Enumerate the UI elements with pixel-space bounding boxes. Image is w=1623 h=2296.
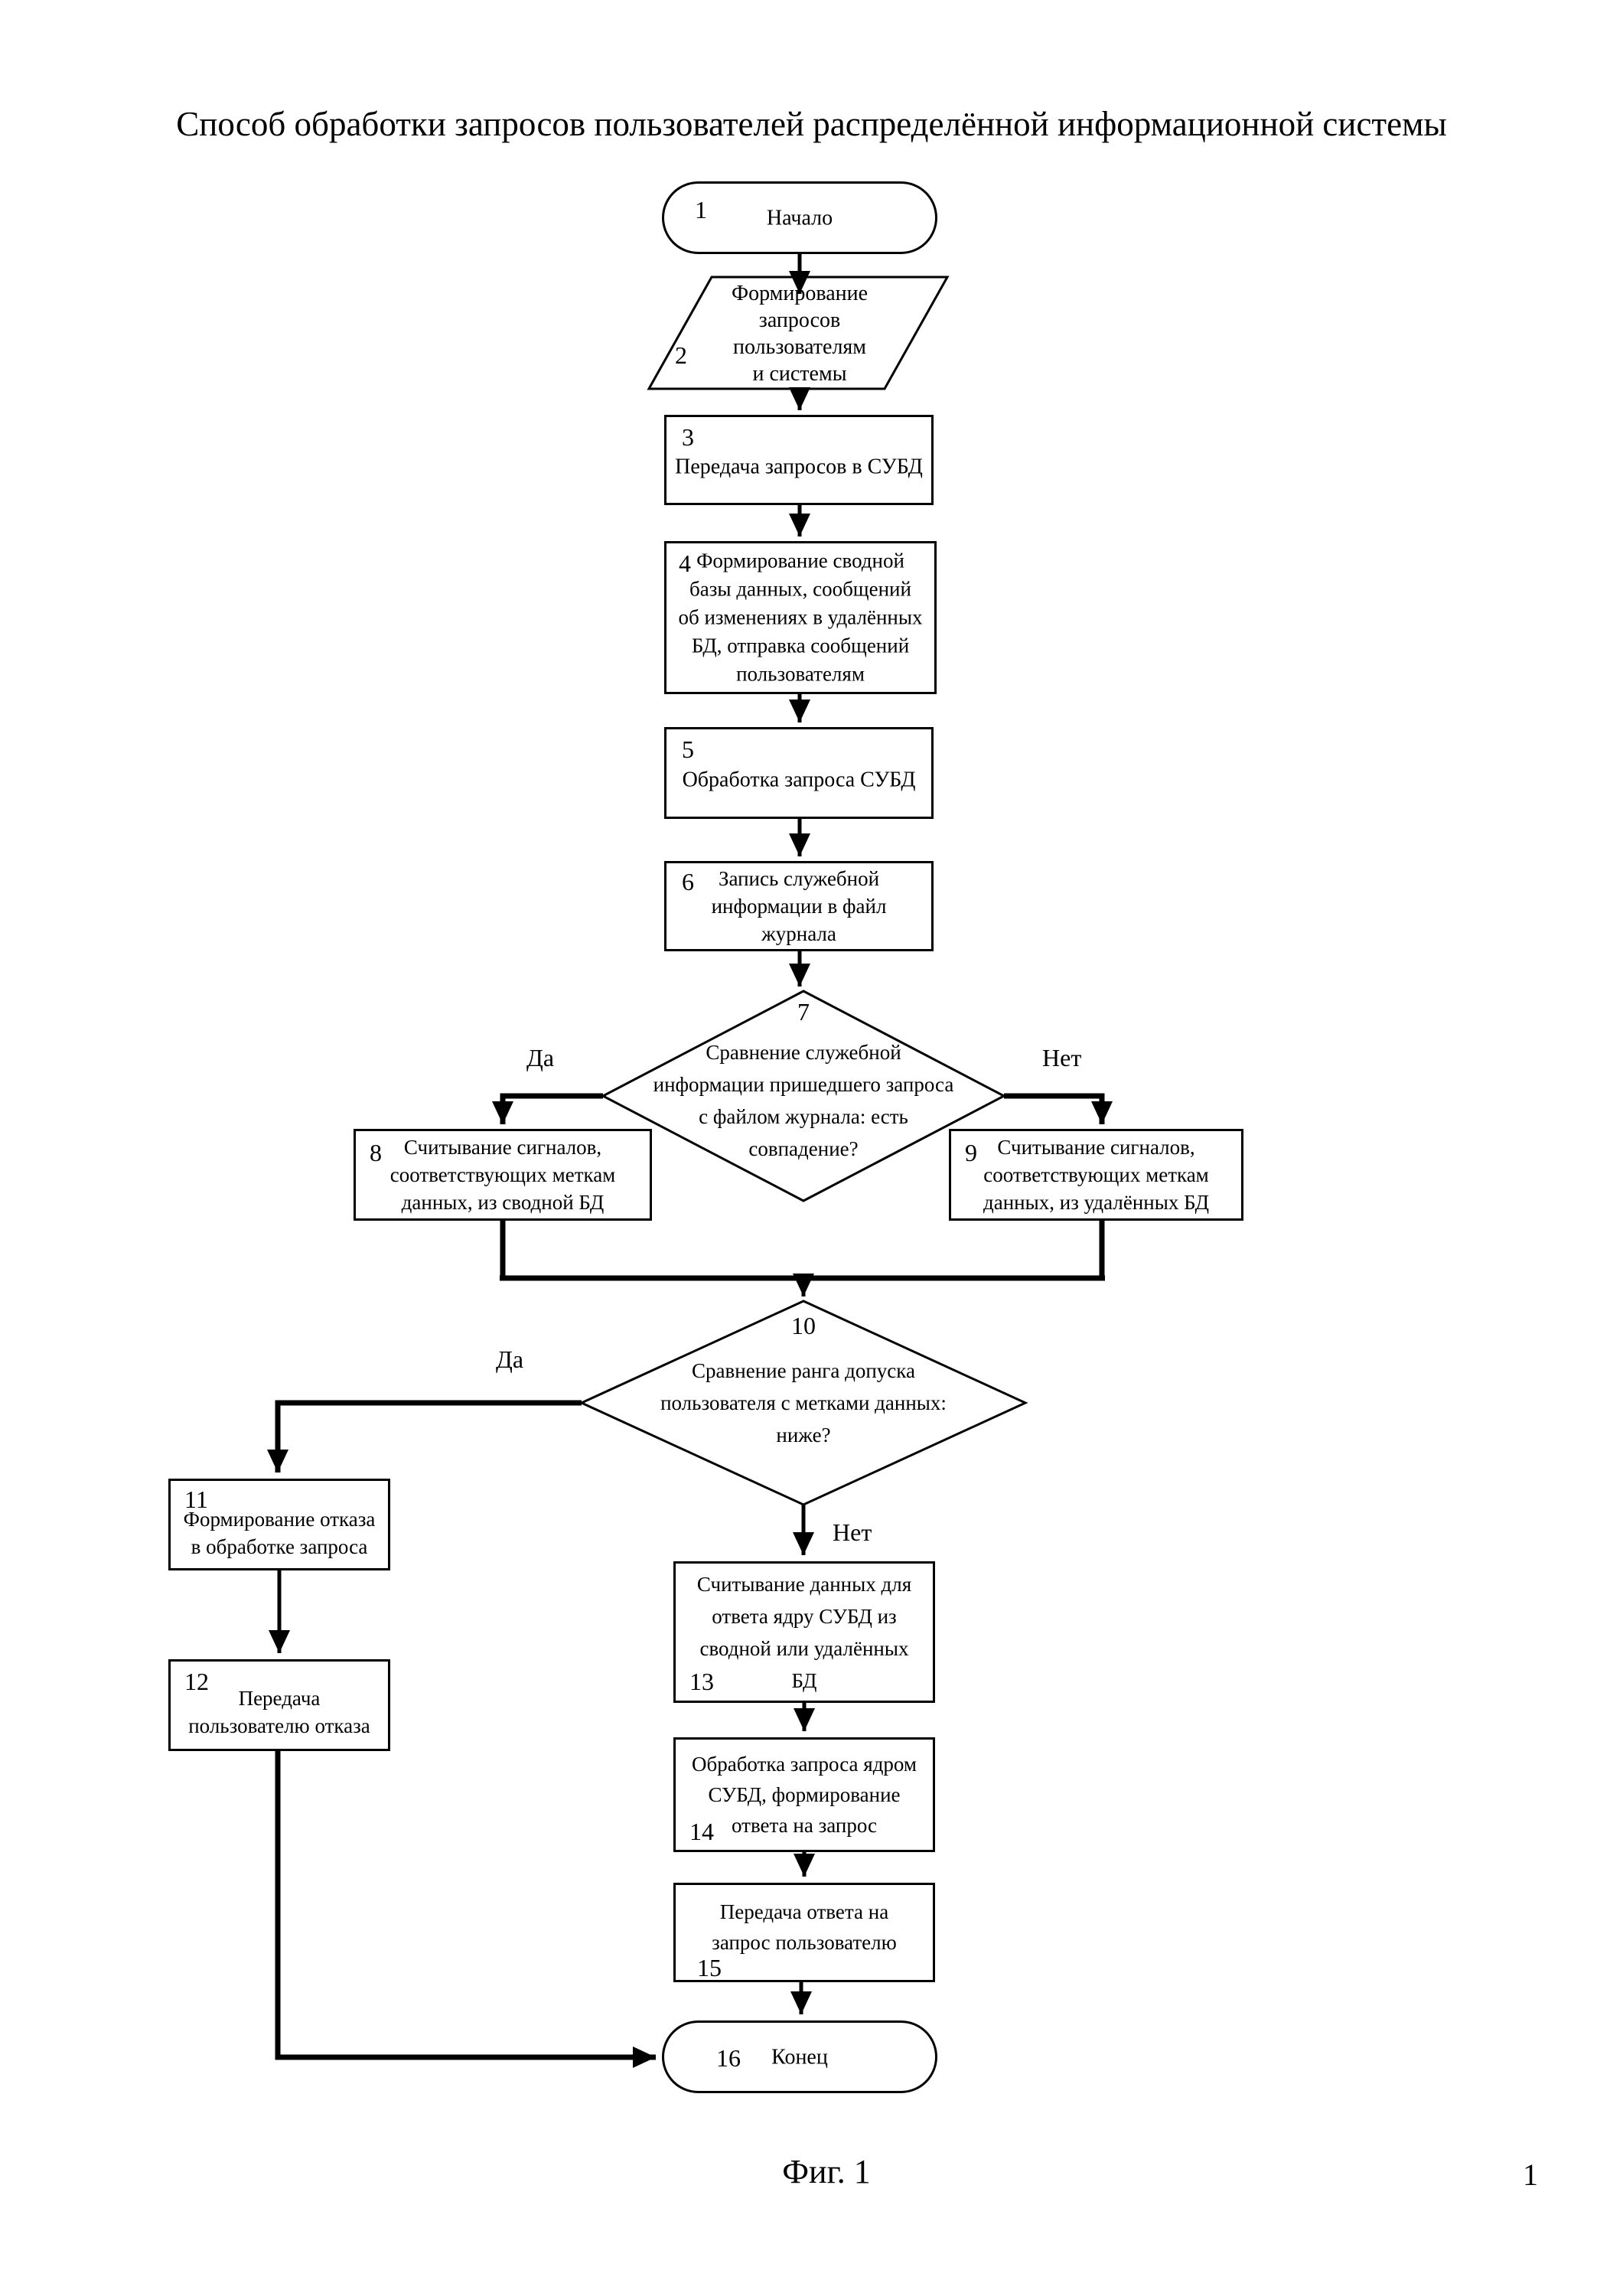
node-14-process: 14 Обработка запроса ядром СУБД, формиро…: [673, 1737, 935, 1852]
diamond-7-shape: [600, 990, 1007, 1202]
node-number: 4: [679, 550, 691, 577]
node-9-process: 9 Считывание сигналов, соответствующих м…: [949, 1129, 1243, 1221]
edge-label-no-7: Нет: [1042, 1044, 1082, 1071]
node-number: 6: [682, 868, 694, 895]
node-label: Начало: [766, 206, 833, 230]
node-label: Обработка запроса ядром СУБД, формирован…: [691, 1753, 917, 1837]
node-number: 16: [716, 2044, 741, 2072]
node-12-process: 12 Передача пользователю отказа: [168, 1659, 390, 1751]
node-number: 14: [689, 1818, 714, 1845]
node-13-process: 13 Считывание данных для ответа ядру СУБ…: [673, 1561, 935, 1703]
figure-caption: Фиг. 1: [782, 2153, 871, 2190]
node-number: 2: [675, 341, 687, 369]
node-number: 12: [184, 1668, 209, 1695]
node-number: 1: [695, 196, 707, 223]
edge-label-no-10: Нет: [833, 1518, 872, 1546]
node-number: 11: [184, 1486, 208, 1513]
node-number: 15: [697, 1954, 722, 1981]
parallelogram-shape: [647, 276, 950, 390]
node-number: 9: [965, 1139, 977, 1166]
node-number: 7: [797, 998, 810, 1026]
node-label: Сравнение ранга допуска пользователя с м…: [660, 1359, 947, 1446]
node-label: Считывание данных для ответа ядру СУБД и…: [696, 1572, 912, 1692]
node-start-terminator: 1 Начало: [662, 181, 937, 254]
node-2-io: Формирование запросов пользователям и си…: [666, 279, 934, 389]
node-11-process: 11 Формирование отказа в обработке запро…: [168, 1479, 390, 1570]
figure-title: Способ обработки запросов пользователей …: [176, 105, 1447, 143]
node-number: 10: [791, 1312, 816, 1339]
node-number: 5: [682, 735, 694, 763]
node-10-decision: Сравнение ранга допуска пользователя с м…: [566, 1353, 1041, 1453]
node-5-process: 5 Обработка запроса СУБД: [664, 727, 934, 819]
node-6-process: 6 Запись служебной информации в файл жур…: [664, 861, 934, 951]
node-label: Передача запросов в СУБД: [675, 455, 923, 479]
edge-label-yes-10: Да: [496, 1345, 524, 1373]
node-15-process: 15 Передача ответа на запрос пользовател…: [673, 1883, 935, 1982]
edge-label-yes-7: Да: [526, 1044, 555, 1071]
node-number: 8: [370, 1139, 382, 1166]
node-7-decision: Сравнение служебной информации пришедшег…: [589, 1032, 1018, 1169]
node-end-terminator: 16 Конец: [662, 2020, 937, 2093]
node-4-process: 4 Формирование сводной базы данных, сооб…: [664, 541, 937, 694]
node-label: Формирование отказа в обработке запроса: [183, 1508, 376, 1559]
node-number: 3: [682, 423, 694, 451]
node-3-process: 3 Передача запросов в СУБД: [664, 415, 934, 505]
page-number: 1: [1523, 2157, 1538, 2192]
node-label: Считывание сигналов, соответствующих мет…: [983, 1136, 1210, 1214]
node-label: Формирование сводной базы данных, сообще…: [678, 549, 923, 686]
node-8-process: 8 Считывание сигналов, соответствующих м…: [354, 1129, 652, 1221]
node-label: Считывание сигналов, соответствующих мет…: [389, 1136, 616, 1214]
node-label: Передача ответа на запрос пользователю: [712, 1900, 897, 1954]
node-label: Сравнение служебной информации пришедшег…: [653, 1041, 954, 1160]
node-label: Обработка запроса СУБД: [682, 768, 916, 792]
node-label: Запись служебной информации в файл журна…: [711, 867, 887, 945]
node-label: Передача пользователю отказа: [188, 1687, 370, 1738]
node-label: Конец: [771, 2045, 828, 2069]
node-number: 13: [689, 1668, 714, 1695]
node-label: Формирование запросов пользователям и си…: [731, 282, 869, 386]
